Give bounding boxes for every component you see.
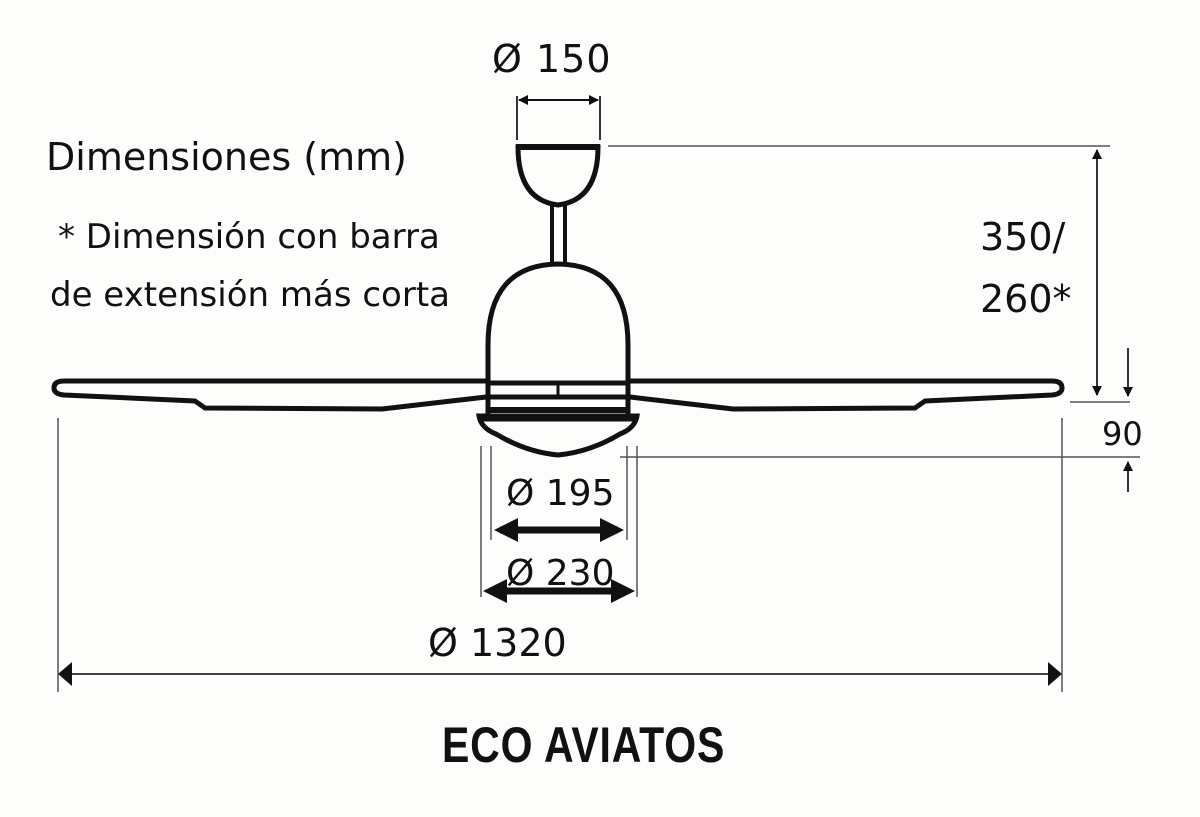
motor-housing [485, 261, 631, 415]
height-label-line-2: 260* [980, 277, 1072, 321]
dim-span [57, 418, 1062, 692]
blade-left [51, 378, 487, 412]
blade-span-label: Ø 1320 [428, 621, 567, 665]
dim-canopy [516, 95, 601, 140]
height-label-line-1: 350/ [980, 215, 1066, 259]
motor-bottom-height-label: 90 [1102, 415, 1143, 453]
dim-90 [620, 348, 1140, 692]
light-diameter-label: Ø 230 [506, 553, 615, 594]
diagram-title: Dimensiones (mm) [46, 135, 407, 179]
dim-light-230 [483, 579, 635, 603]
motor-diameter-label: Ø 195 [506, 473, 615, 514]
blade-right [629, 378, 1065, 412]
light-bowl [476, 413, 640, 458]
footnote-line-1: * Dimensión con barra [58, 217, 440, 257]
footnote-line-2: de extensión más corta [50, 275, 450, 315]
model-name: ECO AVIATOS [442, 717, 726, 773]
downrod [550, 205, 567, 265]
dim-motor-extensions [480, 446, 638, 597]
dim-height [608, 145, 1130, 403]
canopy [515, 144, 601, 208]
dim-motor-195 [494, 518, 624, 542]
canopy-diameter-label: Ø 150 [492, 37, 612, 81]
